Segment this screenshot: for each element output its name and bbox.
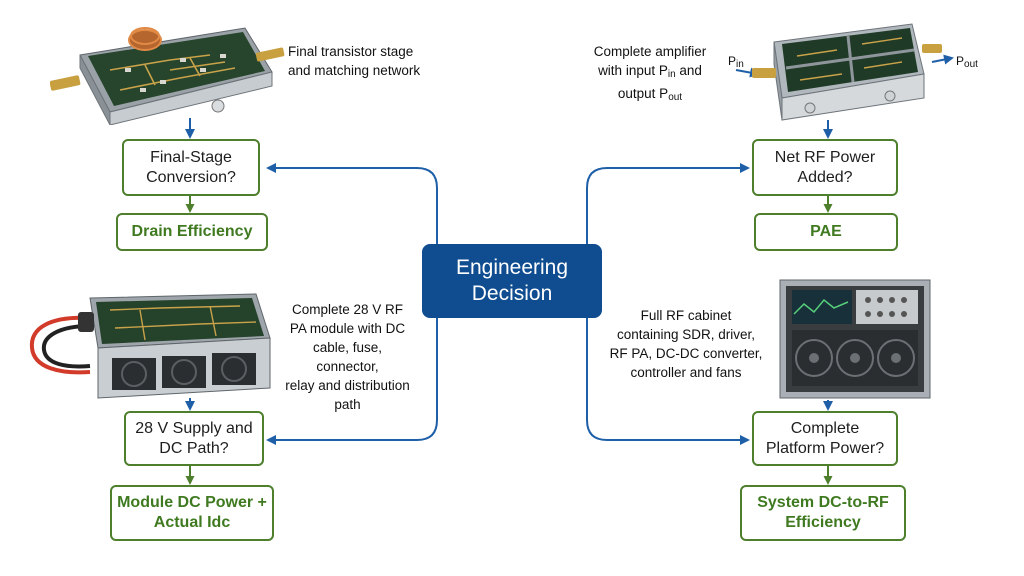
rf-pcb-module-icon: [50, 27, 285, 125]
caption-top-left: Final transistor stage and matching netw…: [288, 44, 421, 78]
shielded-amplifier-module-icon: [752, 23, 942, 121]
metric-system-dc-to-rf-efficiency: System DC-to-RF Efficiency: [740, 485, 906, 541]
connector-to-bottom-right: [586, 318, 750, 445]
question-complete-platform-power: Complete Platform Power?: [752, 411, 898, 466]
engineering-decision-node: Engineering Decision: [422, 244, 602, 318]
pout-label: Pout: [956, 54, 978, 70]
caption-top-right: Complete amplifier with input Pin and ou…: [593, 44, 707, 103]
caption-bottom-left: Complete 28 V RF PA module with DC cable…: [285, 302, 410, 412]
center-line-1: Engineering: [455, 256, 569, 279]
rf-cabinet-icon: [779, 279, 931, 399]
connector-to-top-left: [266, 163, 438, 244]
question-final-stage-conversion: Final-Stage Conversion?: [122, 139, 260, 196]
question-28v-supply-dc-path: 28 V Supply and DC Path?: [124, 411, 264, 466]
pin-label: Pin: [728, 54, 744, 70]
metric-pae: PAE: [754, 213, 898, 251]
pa-module-with-fans-icon: [29, 293, 271, 399]
center-line-2: Decision: [471, 282, 553, 305]
connector-to-top-right: [586, 163, 750, 244]
pout-arrow: [931, 54, 954, 65]
metric-drain-efficiency: Drain Efficiency: [116, 213, 268, 251]
caption-bottom-right: Full RF cabinet containing SDR, driver, …: [609, 308, 763, 380]
connector-to-bottom-left: [266, 318, 438, 445]
metric-module-dc-power-actual-idc: Module DC Power + Actual Idc: [110, 485, 274, 541]
question-net-rf-power-added: Net RF Power Added?: [752, 139, 898, 196]
